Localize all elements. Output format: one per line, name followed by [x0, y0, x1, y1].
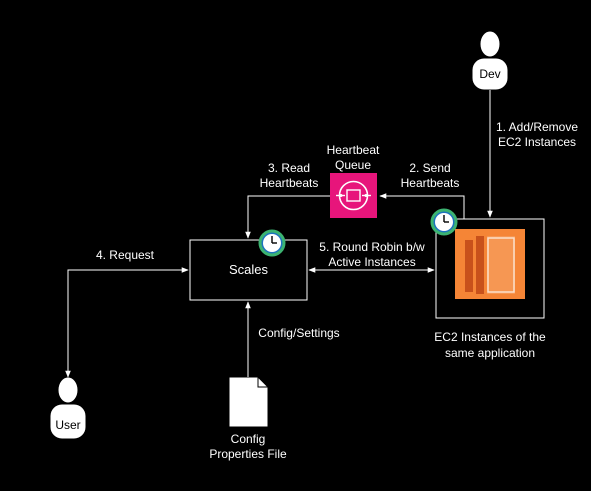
sqs-queue-icon — [330, 173, 377, 218]
edge-add-remove-line2: EC2 Instances — [497, 135, 577, 149]
ec2-clock-icon — [430, 208, 458, 236]
ec2-label-line1: EC2 Instances of the — [434, 330, 546, 344]
config-file-label-line1: Config — [230, 432, 266, 446]
dev-person-icon — [471, 30, 509, 91]
user-label: User — [55, 418, 81, 432]
arrow-read-heartbeats — [245, 195, 330, 239]
queue-title-line1: Heartbeat — [326, 143, 380, 157]
scales-box — [189, 239, 308, 301]
arrow-send-heartbeats — [379, 193, 465, 219]
edge-read-heartbeats-line1: 3. Read — [267, 161, 311, 175]
ec2-label-line2: same application — [444, 346, 536, 360]
scales-label: Scales — [228, 262, 269, 277]
edge-request: 4. Request — [95, 248, 155, 262]
scales-clock-icon — [258, 229, 286, 257]
edge-read-heartbeats-line2: Heartbeats — [259, 176, 319, 190]
ec2-group-box — [435, 218, 545, 319]
edge-send-heartbeats-line1: 2. Send — [409, 161, 451, 175]
user-person-icon — [49, 376, 87, 440]
edge-config-settings: Config/Settings — [258, 326, 340, 340]
config-file-label-line2: Properties File — [209, 447, 287, 461]
edge-send-heartbeats-line2: Heartbeats — [400, 176, 460, 190]
edge-round-robin-line2: Active Instances — [328, 255, 416, 269]
edge-add-remove-line1: 1. Add/Remove — [495, 120, 579, 134]
config-file-icon — [228, 376, 269, 428]
edge-round-robin-line1: 5. Round Robin b/w — [319, 240, 425, 254]
queue-title-line2: Queue — [334, 158, 372, 172]
arrow-request — [65, 267, 189, 378]
ec2-instance-icon — [455, 229, 525, 299]
dev-label: Dev — [479, 67, 501, 81]
